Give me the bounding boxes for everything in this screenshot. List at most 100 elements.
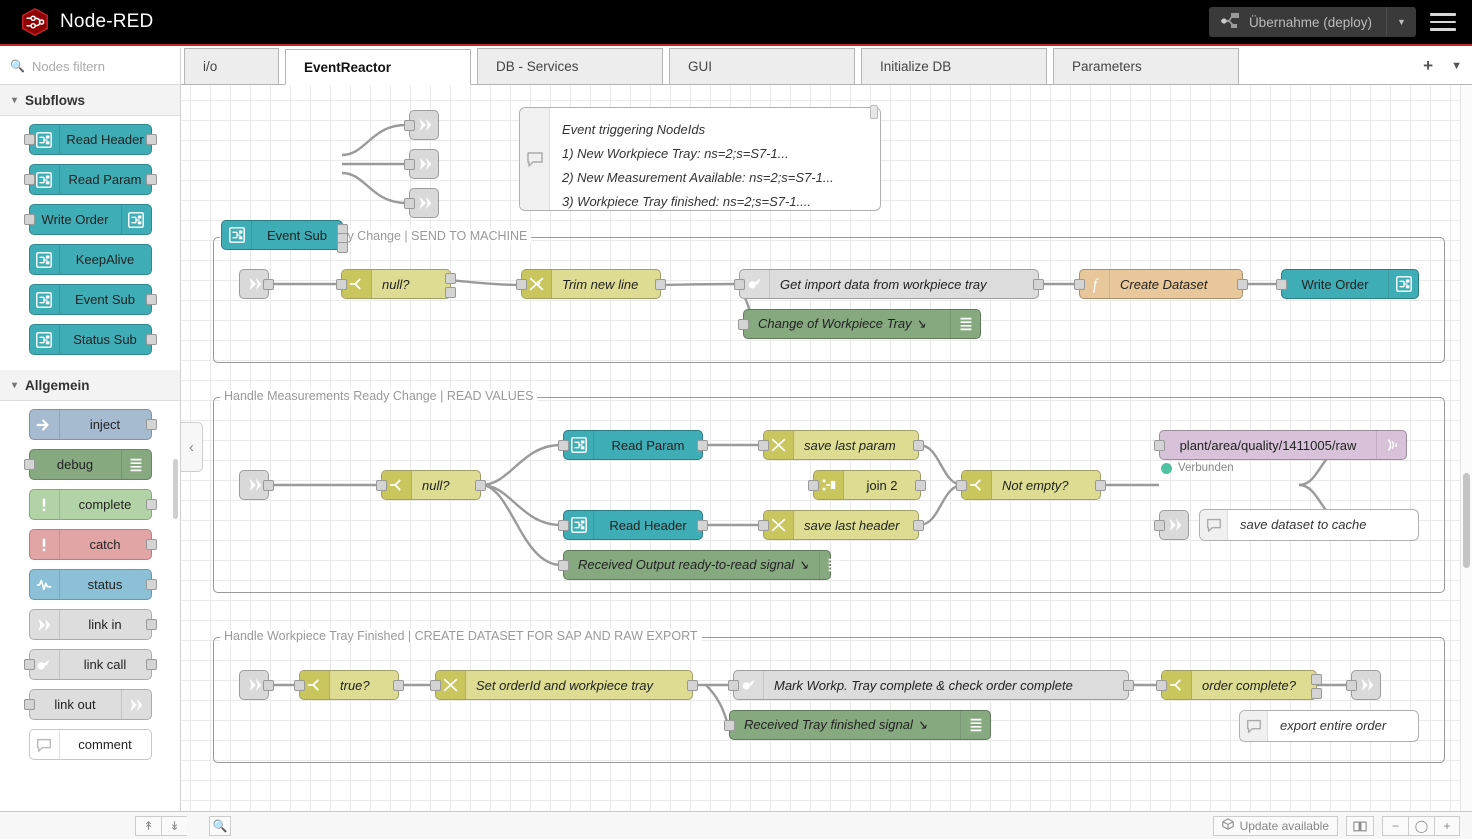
tab-eventreactor[interactable]: EventReactor bbox=[285, 49, 471, 85]
group-workpiece-tray-change[interactable]: Handle Workpiece Tray Change | SEND TO M… bbox=[213, 229, 1445, 363]
palette-node-link-call[interactable]: link call bbox=[23, 649, 157, 680]
node-output-port[interactable] bbox=[913, 520, 924, 531]
node-output-port[interactable] bbox=[1123, 680, 1134, 691]
palette-category-allgemein[interactable]: ▾ Allgemein bbox=[0, 370, 180, 401]
node-debug-received-output-ready[interactable]: Received Output ready-to-read signal ↘ bbox=[558, 550, 840, 580]
node-event-sub[interactable]: Event Sub bbox=[221, 220, 348, 253]
palette-node-complete[interactable]: complete bbox=[28, 489, 157, 520]
node-output-port[interactable] bbox=[145, 499, 157, 510]
palette-node-status-sub[interactable]: Status Sub bbox=[28, 324, 157, 355]
node-output-port[interactable] bbox=[145, 539, 157, 550]
node-output-port[interactable] bbox=[445, 273, 456, 284]
node-subflow-read-param[interactable]: Read Param bbox=[558, 430, 708, 460]
zoom-in-button[interactable]: + bbox=[1434, 815, 1460, 836]
book-icon[interactable] bbox=[1346, 815, 1374, 836]
plus-icon[interactable]: + bbox=[1423, 56, 1434, 75]
node-input-port[interactable] bbox=[23, 174, 35, 185]
node-input-port[interactable] bbox=[558, 520, 569, 531]
node-input-port[interactable] bbox=[1154, 440, 1165, 451]
double-chevron-up-icon[interactable]: ↟ bbox=[135, 815, 161, 836]
node-output-port[interactable] bbox=[145, 659, 157, 670]
node-link-out-2[interactable] bbox=[404, 149, 439, 179]
node-input-port[interactable] bbox=[1074, 279, 1085, 290]
node-input-port[interactable] bbox=[404, 120, 415, 131]
palette-scrollbar[interactable] bbox=[173, 459, 178, 519]
palette-node-inject[interactable]: inject bbox=[28, 409, 157, 440]
palette-node-link-in[interactable]: link in bbox=[28, 609, 157, 640]
node-input-port[interactable] bbox=[376, 480, 387, 491]
palette-node-read-param[interactable]: Read Param bbox=[23, 164, 157, 195]
node-switch-null-g2[interactable]: null? bbox=[376, 470, 486, 500]
node-input-port[interactable] bbox=[1346, 680, 1357, 691]
node-link-in-g3[interactable] bbox=[239, 670, 274, 700]
palette-node-event-sub[interactable]: Event Sub bbox=[28, 284, 157, 315]
node-output-port[interactable] bbox=[445, 287, 456, 298]
search-icon[interactable]: 🔍 bbox=[209, 815, 231, 836]
node-switch-not-empty[interactable]: Not empty? bbox=[956, 470, 1106, 500]
node-input-port[interactable] bbox=[558, 560, 569, 571]
node-output-port[interactable] bbox=[1311, 688, 1322, 699]
node-input-port[interactable] bbox=[23, 659, 35, 670]
group-workpiece-tray-finished[interactable]: Handle Workpiece Tray Finished | CREATE … bbox=[213, 629, 1445, 763]
node-input-port[interactable] bbox=[738, 319, 749, 330]
node-output-port[interactable] bbox=[687, 680, 698, 691]
node-input-port[interactable] bbox=[728, 680, 739, 691]
flow-canvas[interactable]: Event Sub Event triggering NodeIds 1) Ne… bbox=[181, 85, 1472, 811]
node-switch-null-g1[interactable]: null? bbox=[336, 269, 456, 299]
node-output-port[interactable] bbox=[145, 334, 157, 345]
node-link-out-save-cache[interactable] bbox=[1154, 510, 1189, 540]
node-output-port[interactable] bbox=[145, 579, 157, 590]
node-output-port[interactable] bbox=[145, 619, 157, 630]
deploy-button[interactable]: Übernahme (deploy) ▼ bbox=[1208, 7, 1416, 37]
zoom-reset-button[interactable]: ◯ bbox=[1408, 815, 1434, 836]
node-output-port[interactable] bbox=[1311, 674, 1322, 685]
tab-io[interactable]: i/o bbox=[184, 48, 279, 84]
tab-initialize-db[interactable]: Initialize DB bbox=[861, 48, 1047, 84]
palette-node-catch[interactable]: catch bbox=[28, 529, 157, 560]
palette-node-read-header[interactable]: Read Header bbox=[23, 124, 157, 155]
node-debug-received-tray-finished[interactable]: Received Tray finished signal ↘ bbox=[724, 710, 991, 740]
node-debug-change-workpiece-tray[interactable]: Change of Workpiece Tray ↘ bbox=[738, 309, 981, 339]
node-output-port[interactable] bbox=[1237, 279, 1248, 290]
group-measurements-ready-change[interactable]: Handle Measurements Ready Change | READ … bbox=[213, 389, 1445, 593]
node-input-port[interactable] bbox=[336, 279, 347, 290]
node-input-port[interactable] bbox=[956, 480, 967, 491]
node-input-port[interactable] bbox=[1276, 279, 1287, 290]
node-link-in-g1[interactable] bbox=[239, 269, 274, 299]
node-change-save-last-header[interactable]: save last header bbox=[758, 510, 924, 540]
node-output-port[interactable] bbox=[337, 242, 348, 253]
node-link-call-mark-workp-tray[interactable]: Mark Workp. Tray complete & check order … bbox=[728, 670, 1134, 700]
zoom-out-button[interactable]: − bbox=[1382, 815, 1408, 836]
node-output-port[interactable] bbox=[393, 680, 404, 691]
node-input-port[interactable] bbox=[23, 214, 35, 225]
node-comment-event-ids[interactable]: Event triggering NodeIds 1) New Workpiec… bbox=[519, 107, 881, 211]
update-available-button[interactable]: Update available bbox=[1212, 815, 1338, 836]
node-function-create-dataset[interactable]: f Create Dataset bbox=[1074, 269, 1248, 299]
node-output-port[interactable] bbox=[145, 419, 157, 430]
hamburger-menu-icon[interactable] bbox=[1430, 9, 1456, 35]
node-comment-save-dataset-to-cache[interactable]: save dataset to cache bbox=[1199, 509, 1419, 541]
palette-search[interactable]: 🔍 Nodes filtern bbox=[0, 48, 180, 85]
node-input-port[interactable] bbox=[758, 520, 769, 531]
node-output-port[interactable] bbox=[263, 480, 274, 491]
node-output-port[interactable] bbox=[145, 294, 157, 305]
palette-node-status[interactable]: status bbox=[28, 569, 157, 600]
chevron-down-icon[interactable]: ▼ bbox=[1451, 60, 1462, 72]
node-change-save-last-param[interactable]: save last param bbox=[758, 430, 924, 460]
node-input-port[interactable] bbox=[758, 440, 769, 451]
node-input-port[interactable] bbox=[404, 198, 415, 209]
node-input-port[interactable] bbox=[808, 480, 819, 491]
double-chevron-down-icon[interactable]: ↡ bbox=[161, 815, 187, 836]
node-switch-order-complete[interactable]: order complete? bbox=[1156, 670, 1322, 700]
deploy-caret-icon[interactable]: ▼ bbox=[1386, 7, 1416, 37]
node-link-out-g3[interactable] bbox=[1346, 670, 1381, 700]
node-output-port[interactable] bbox=[475, 480, 486, 491]
node-input-port[interactable] bbox=[516, 279, 527, 290]
node-input-port[interactable] bbox=[558, 440, 569, 451]
node-switch-true[interactable]: true? bbox=[294, 670, 404, 700]
node-subflow-write-order[interactable]: Write Order bbox=[1276, 269, 1419, 299]
node-output-port[interactable] bbox=[697, 440, 708, 451]
node-output-port[interactable] bbox=[1095, 480, 1106, 491]
node-input-port[interactable] bbox=[294, 680, 305, 691]
node-input-port[interactable] bbox=[404, 159, 415, 170]
